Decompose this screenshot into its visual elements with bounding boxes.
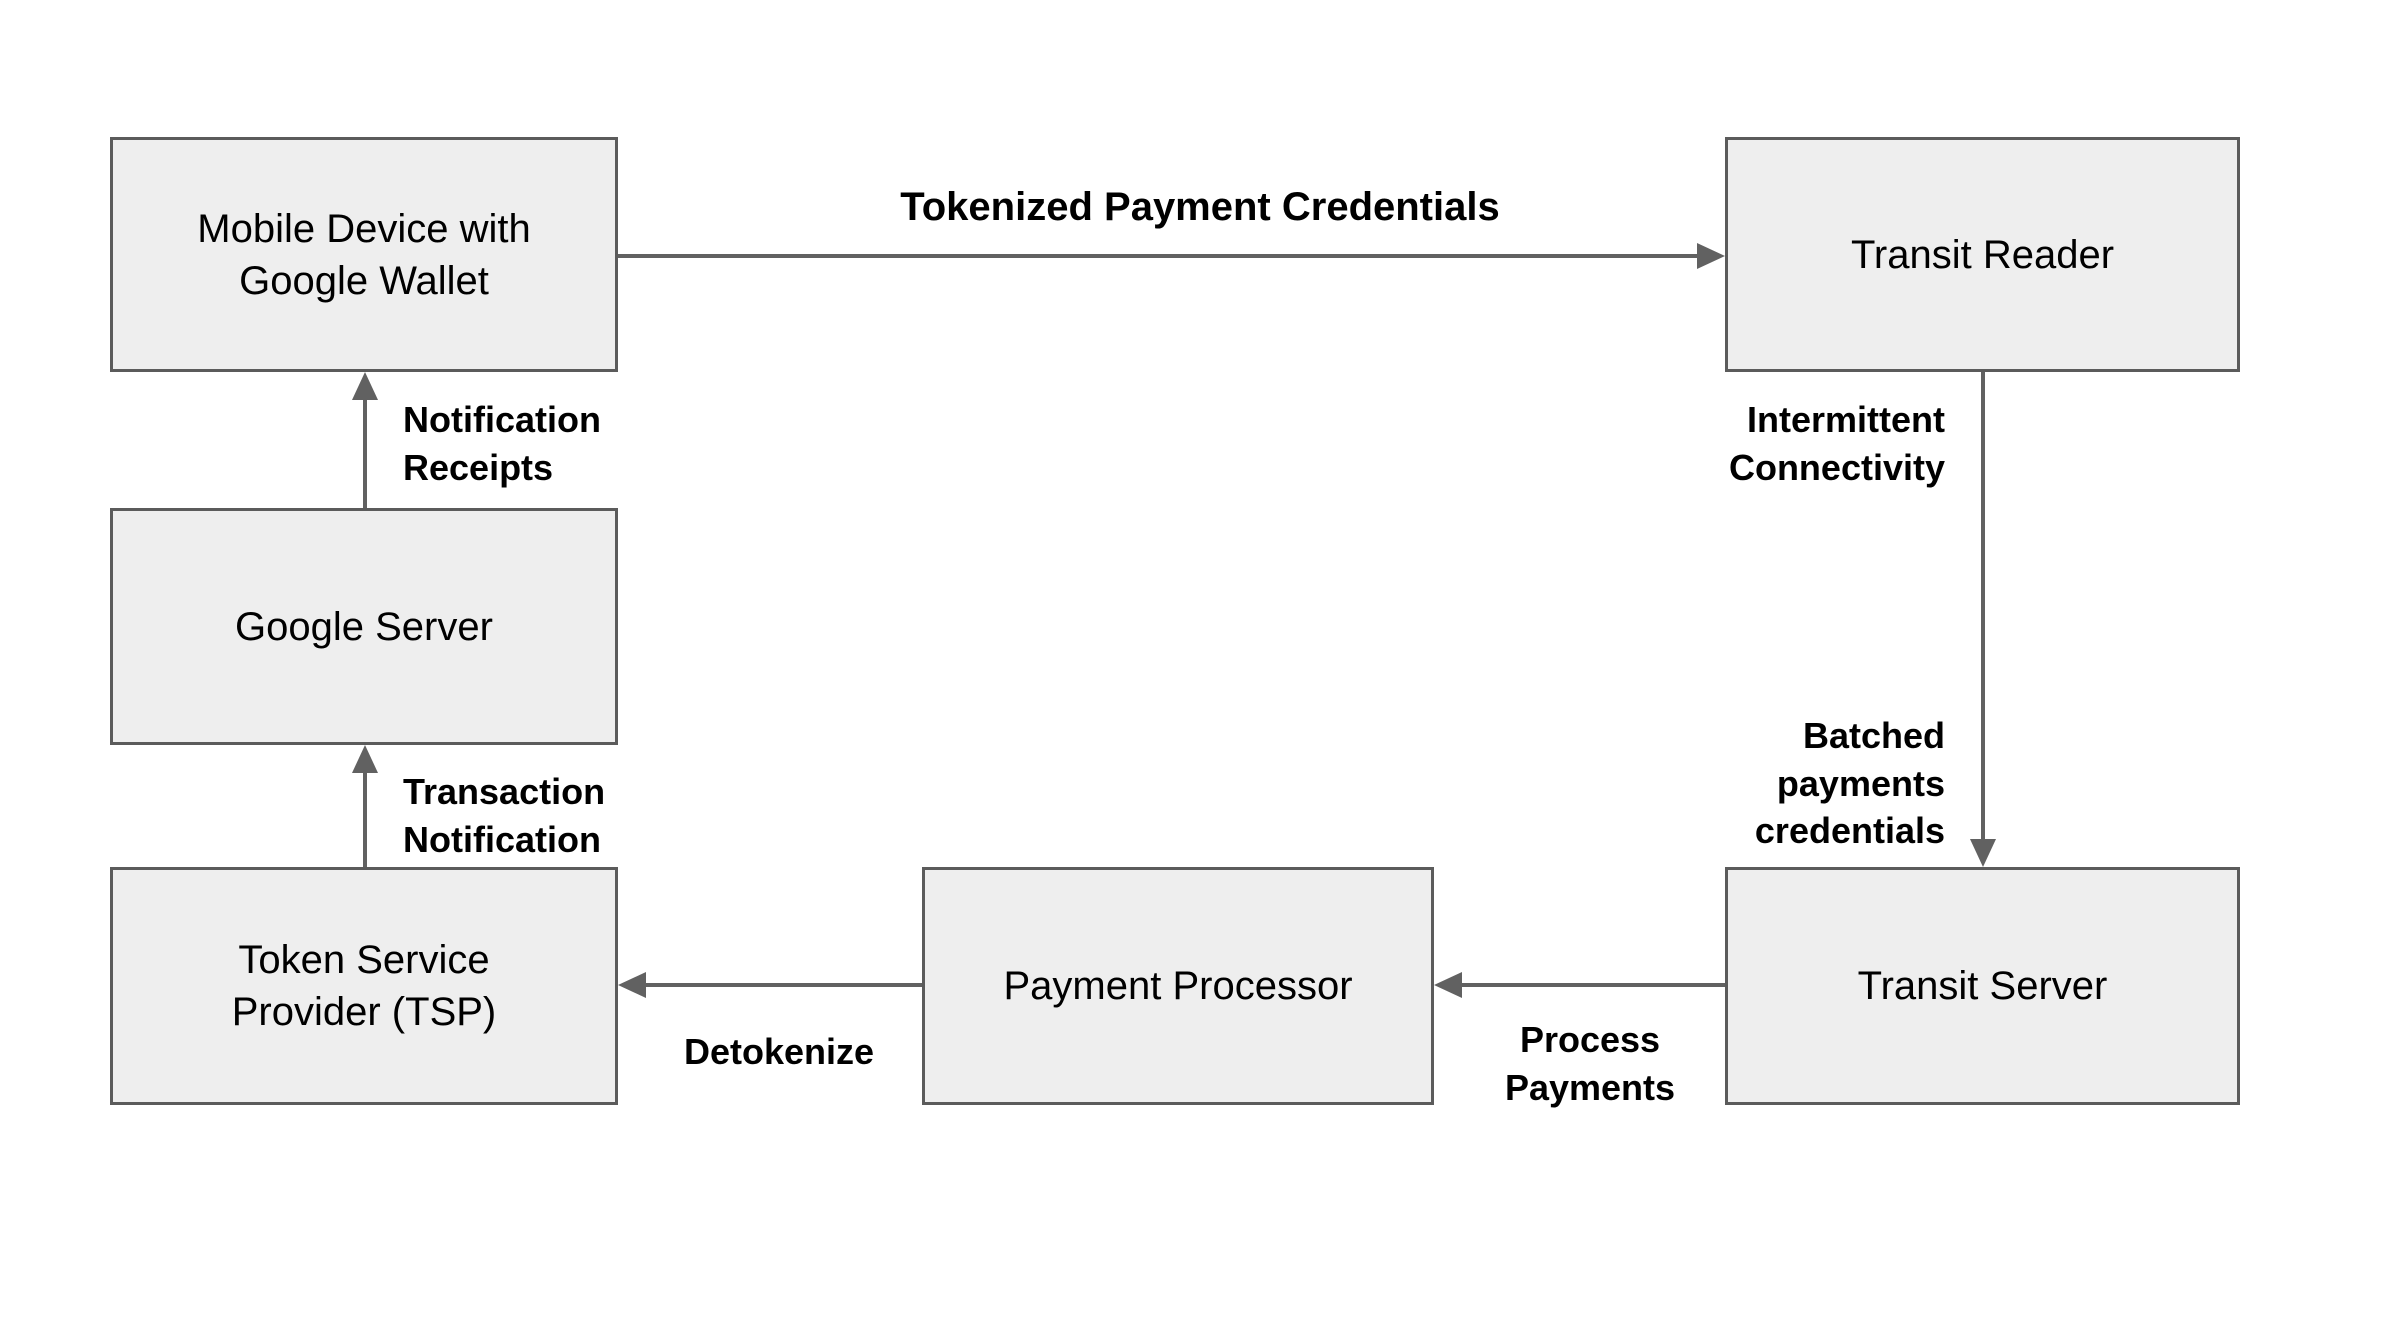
arrowhead-down-icon [1970, 839, 1996, 867]
arrowhead-left-icon [1434, 972, 1462, 998]
arrow-line [1981, 372, 1985, 839]
arrowhead-right-icon [1697, 243, 1725, 269]
node-label: Payment Processor [1003, 964, 1353, 1008]
node-transit-reader: Transit Reader [1725, 137, 2240, 372]
arrow-line [363, 773, 367, 867]
node-transit-server: Transit Server [1725, 867, 2240, 1105]
edge-label-notification-receipts: Notification Receipts [403, 399, 601, 488]
node-token-service-provider: Token Service Provider (TSP) [110, 867, 618, 1105]
node-google-server: Google Server [110, 508, 618, 745]
arrow-line [1462, 983, 1725, 987]
node-label: Token Service Provider (TSP) [231, 938, 497, 1034]
edge-label-process-payments: Process Payments [1504, 1019, 1676, 1108]
node-payment-processor: Payment Processor [922, 867, 1434, 1105]
edge-label-transaction-notification: Transaction Notification [403, 771, 606, 860]
node-mobile-device-google-wallet: Mobile Device with Google Wallet [110, 137, 618, 372]
arrow-line [363, 400, 367, 508]
node-label: Google Server [235, 604, 493, 649]
node-label: Transit Reader [1850, 232, 2115, 277]
arrowhead-up-icon [352, 745, 378, 773]
node-label: Mobile Device with Google Wallet [197, 206, 531, 303]
edge-label-batched-payments-credentials: Batched payments credentials [1754, 715, 1945, 852]
arrow-line [618, 254, 1697, 258]
edge-label-tokenized-payment-credentials: Tokenized Payment Credentials [900, 185, 1500, 229]
arrowhead-up-icon [352, 372, 378, 400]
edge-label-detokenize: Detokenize [683, 1031, 875, 1072]
arrow-line [646, 983, 922, 987]
edge-label-intermittent-connectivity: Intermittent Connectivity [1728, 399, 1945, 488]
node-label: Transit Server [1857, 964, 2108, 1008]
arrowhead-left-icon [618, 972, 646, 998]
